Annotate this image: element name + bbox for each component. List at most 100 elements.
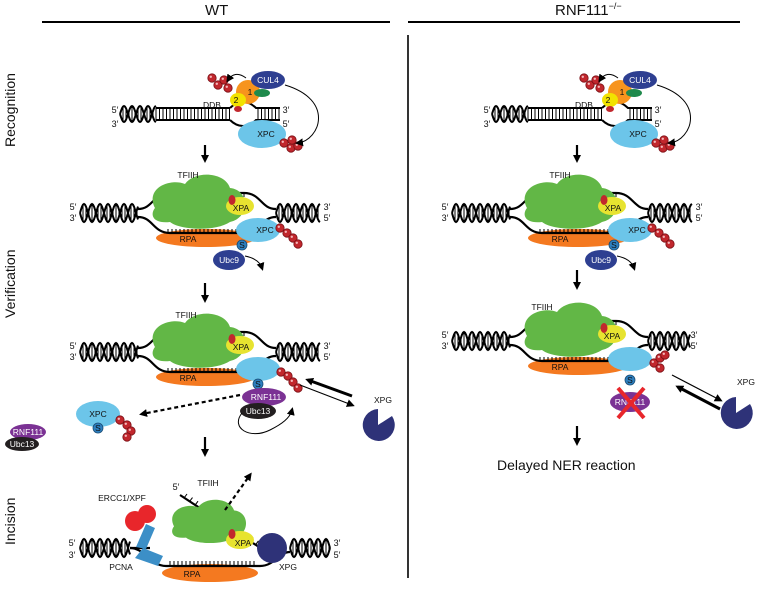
rpa-protein	[162, 564, 258, 582]
label-tfiih: TFIIH	[175, 310, 196, 320]
ubiquitin-chain-icon	[275, 223, 285, 233]
label-pcna: PCNA	[109, 562, 133, 572]
ubiquitin-highlight	[660, 145, 663, 148]
ddb2-protein	[602, 93, 618, 107]
base-tick	[189, 497, 193, 502]
arrow-icon	[598, 73, 619, 83]
ddb2-protein	[230, 93, 246, 107]
end-3prime-right: 3′	[283, 105, 290, 115]
rnf-header: RNF111−/−	[555, 1, 622, 19]
cross-mark-icon	[616, 386, 646, 420]
ubiquitin-highlight	[657, 355, 660, 358]
xpc-protein	[238, 120, 286, 148]
end-5prime-left: 5′	[484, 105, 491, 115]
ubiquitin-highlight	[277, 225, 280, 228]
ubiquitin-chain-icon	[654, 228, 664, 238]
ubiquitin-highlight	[290, 235, 293, 238]
pcna-protein	[136, 524, 155, 549]
label-xpa: XPA	[604, 331, 621, 341]
label-s: S	[627, 375, 633, 385]
base-tick	[255, 540, 259, 546]
sumo-s-marker	[236, 239, 248, 251]
lesion-marker	[600, 195, 608, 205]
end-3prime-left: 3′	[112, 119, 119, 129]
arrow-icon	[299, 384, 355, 407]
tfiih-complex	[172, 499, 246, 544]
label-cul4: CUL4	[257, 75, 279, 85]
ubiquitin-highlight	[284, 230, 287, 233]
label-s: S	[239, 240, 245, 250]
dna-strand	[275, 341, 321, 363]
nuclease-site	[148, 523, 163, 531]
end-3prime-left: 3′	[70, 213, 77, 223]
end-3prime-right: 3′	[324, 202, 331, 212]
lesion-marker	[228, 334, 236, 344]
dna-strand	[491, 104, 529, 124]
end-5prime-right: 5′	[324, 213, 331, 223]
ubiquitin-highlight	[285, 373, 288, 376]
ubiquitin-chain-icon	[647, 223, 657, 233]
label-tfiih: TFIIH	[549, 170, 570, 180]
end-5prime-right: 5′	[655, 119, 662, 129]
ubiquitin-chain-icon	[288, 377, 298, 387]
xpc-protein	[236, 218, 280, 242]
dna-strand	[275, 202, 321, 224]
ubiquitin-highlight	[649, 225, 652, 228]
end-3prime-right: 3′	[655, 105, 662, 115]
rnf111-protein	[242, 388, 286, 406]
label-rpa: RPA	[184, 569, 201, 579]
ubiquitin-highlight	[225, 85, 228, 89]
label-ubc9: Ubc9	[591, 255, 611, 265]
dna-strand	[647, 202, 693, 224]
label-rpa: RPA	[552, 362, 569, 372]
rbx1-protein	[254, 89, 270, 97]
ubiquitin-highlight	[295, 385, 298, 388]
ubiquitin-chain-icon	[207, 73, 217, 83]
ubiquitin-highlight	[661, 137, 664, 140]
lesion-marker	[606, 106, 614, 112]
label-one: 1	[620, 87, 625, 97]
end-5prime-left: 5′	[442, 330, 449, 340]
arrow-icon	[671, 374, 723, 402]
arrow-icon	[237, 407, 295, 435]
end-3prime-right: 3′	[334, 538, 341, 548]
dna-strand	[451, 330, 511, 352]
outcome-text: Delayed NER reaction	[497, 457, 636, 473]
label-xpa: XPA	[233, 342, 250, 352]
ubc9-protein	[213, 250, 245, 270]
dna-strand	[275, 202, 321, 224]
xpg-protein	[257, 533, 287, 563]
tfiih-complex	[152, 174, 245, 229]
ubiquitin-highlight	[289, 137, 292, 140]
ubiquitin-highlight	[128, 428, 131, 431]
ubiquitin-chain-icon	[213, 80, 223, 90]
ubiquitin-highlight	[662, 352, 665, 355]
xpg-protein	[720, 397, 753, 429]
end-5prime-right: 5′	[696, 213, 703, 223]
label-s: S	[611, 240, 617, 250]
ubiquitin-highlight	[662, 235, 665, 238]
wt-verification-panel-2: RPATFIIHXPASRNF111Ubc13XPGXPCSRNF111Ubc1…	[5, 310, 395, 451]
dna-strand	[647, 330, 691, 352]
cul4-protein	[623, 71, 657, 89]
ubiquitin-highlight	[295, 241, 298, 244]
end-3prime-right: 3′	[691, 330, 698, 340]
ubiquitin-chain-icon	[279, 138, 289, 148]
label-rnf111: RNF111	[251, 392, 282, 402]
xpc-protein	[610, 120, 658, 148]
wt-header: WT	[205, 2, 228, 19]
ubiquitin-highlight	[667, 143, 670, 146]
dna-strand	[79, 537, 131, 559]
label-rpa: RPA	[552, 234, 569, 244]
ubiquitin-highlight	[221, 77, 224, 81]
label-ubc13: Ubc13	[246, 406, 271, 416]
ubiquitin-chain-icon	[591, 75, 601, 85]
label-xpa: XPA	[235, 538, 252, 548]
ubiquitin-chain-icon	[287, 135, 297, 145]
ubiquitin-chain-icon	[649, 358, 659, 368]
ubiquitin-chain-icon	[293, 239, 303, 249]
